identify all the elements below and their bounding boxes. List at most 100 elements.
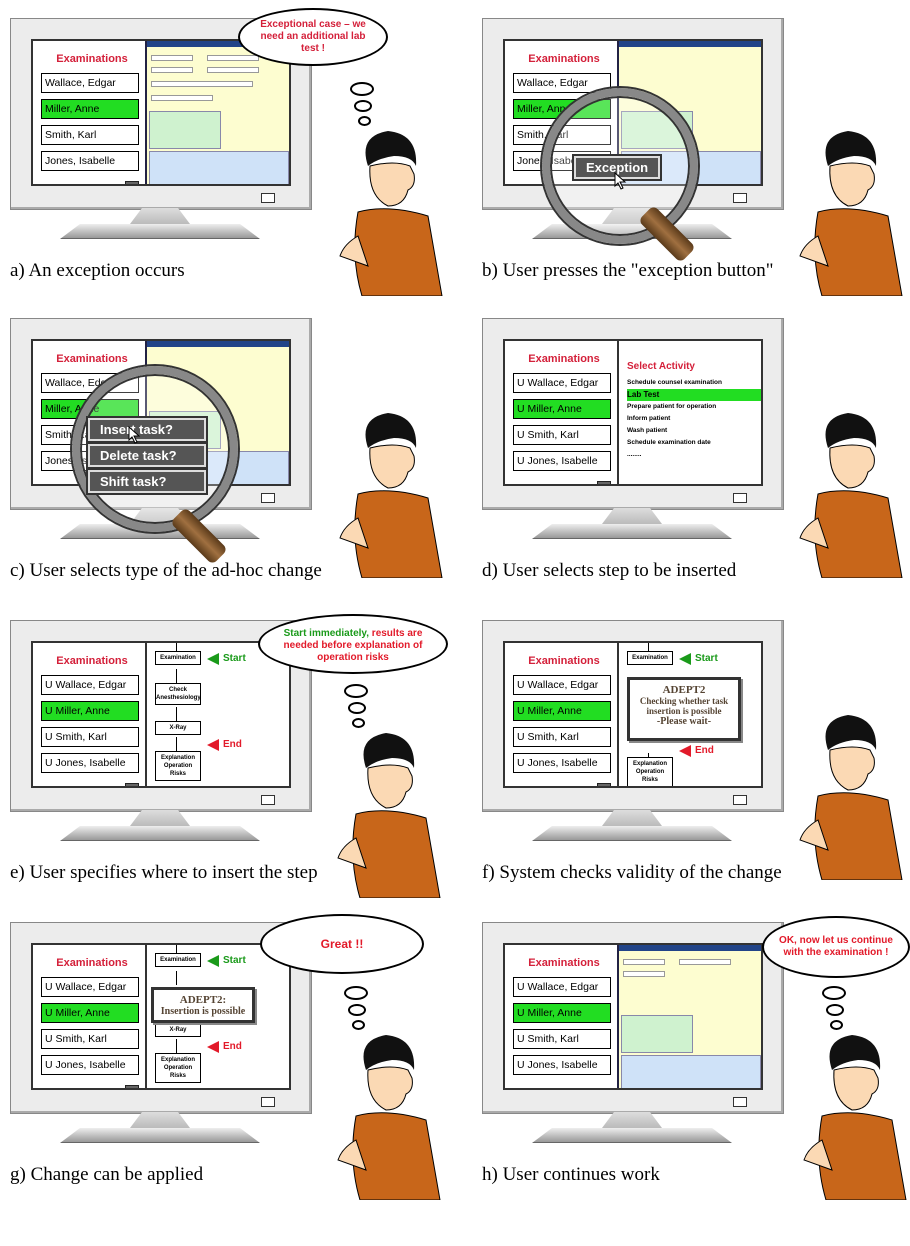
- cloud-text-green: Start immediately,: [283, 628, 370, 639]
- list-item[interactable]: Wallace, Edgar: [41, 73, 139, 93]
- list-item[interactable]: U Wallace, Edgar: [41, 977, 139, 997]
- screen: Examinations U Wallace, Edgar U Miller, …: [503, 339, 763, 486]
- list-title: Examinations: [56, 957, 128, 969]
- list-item[interactable]: Wallace, Edgar: [513, 73, 611, 93]
- activity-item[interactable]: Lab Test: [627, 389, 761, 401]
- list-item[interactable]: U Smith, Karl: [513, 727, 611, 747]
- power-button: [733, 795, 747, 805]
- list-item[interactable]: Miller, Anne: [41, 99, 139, 119]
- small-button[interactable]: [125, 783, 139, 786]
- list-item[interactable]: U Miller, Anne: [513, 1003, 611, 1023]
- small-button[interactable]: [597, 481, 611, 484]
- flow-arrow: [176, 971, 177, 985]
- caption: d) User selects step to be inserted: [482, 560, 737, 581]
- thought-bubble: [830, 1020, 843, 1030]
- panel-h: Examinations U Wallace, Edgar U Miller, …: [482, 916, 910, 1212]
- form-field[interactable]: [623, 971, 665, 977]
- flow-step[interactable]: Check Anesthesiology: [155, 683, 201, 705]
- form-field[interactable]: [679, 959, 731, 965]
- form-titlebar: [147, 341, 289, 347]
- insert-task-option[interactable]: Insert task?: [88, 418, 206, 441]
- flow-step[interactable]: Explanation Operation Risks: [155, 751, 201, 781]
- end-label: End: [223, 1041, 242, 1052]
- power-button: [733, 1097, 747, 1107]
- flow-step[interactable]: X-Ray: [155, 721, 201, 735]
- form-section: [149, 151, 289, 184]
- small-button[interactable]: [125, 181, 139, 184]
- monitor-neck: [602, 1112, 662, 1128]
- flow-step[interactable]: X-Ray: [155, 1023, 201, 1037]
- list-title: Examinations: [56, 655, 128, 667]
- list-item[interactable]: Jones, Isabelle: [41, 151, 139, 171]
- list-item[interactable]: U Smith, Karl: [41, 727, 139, 747]
- form-field[interactable]: [207, 67, 259, 73]
- list-item[interactable]: U Smith, Karl: [41, 1029, 139, 1049]
- activity-item[interactable]: Inform patient: [627, 415, 671, 422]
- list-item[interactable]: U Jones, Isabelle: [513, 451, 611, 471]
- list-item[interactable]: U Miller, Anne: [513, 701, 611, 721]
- delete-task-option[interactable]: Delete task?: [88, 444, 206, 467]
- process-graph: Examination Explanation Operation Risks …: [617, 643, 761, 786]
- activity-item[interactable]: Prepare patient for operation: [627, 403, 717, 410]
- panel-a: Examinations Wallace, Edgar Miller, Anne…: [10, 8, 450, 308]
- activity-item[interactable]: Schedule examination date: [627, 439, 711, 446]
- small-button[interactable]: [597, 783, 611, 786]
- adept2-checking-dialog: ADEPT2 Checking whether task insertion i…: [627, 677, 741, 741]
- flow-arrow: [176, 669, 177, 683]
- flow-step[interactable]: Explanation Operation Risks: [155, 1053, 201, 1083]
- list-item[interactable]: U Jones, Isabelle: [513, 1055, 611, 1075]
- monitor-neck: [130, 810, 190, 826]
- activity-item[interactable]: Wash patient: [627, 427, 668, 434]
- list-item[interactable]: U Miller, Anne: [513, 399, 611, 419]
- screen: Examinations U Wallace, Edgar U Miller, …: [31, 641, 291, 788]
- monitor-neck: [602, 508, 662, 524]
- form-field[interactable]: [151, 67, 193, 73]
- small-button[interactable]: [125, 1085, 139, 1088]
- shift-task-option[interactable]: Shift task?: [88, 470, 206, 493]
- person-icon: [799, 131, 903, 296]
- list-item[interactable]: U Smith, Karl: [513, 425, 611, 445]
- screen: Examinations Wallace, Edgar Miller, Anne…: [31, 39, 291, 186]
- form-field[interactable]: [623, 959, 665, 965]
- power-button: [261, 493, 275, 503]
- activity-item: ........: [627, 451, 642, 458]
- power-button: [261, 193, 275, 203]
- process-graph: Examination Check Anesthesiology X-Ray E…: [145, 643, 289, 786]
- monitor-base: [532, 524, 732, 539]
- form-field[interactable]: [151, 81, 253, 87]
- list-item[interactable]: U Jones, Isabelle: [513, 753, 611, 773]
- list-item[interactable]: U Wallace, Edgar: [513, 373, 611, 393]
- list-item[interactable]: Smith, Karl: [41, 125, 139, 145]
- list-item[interactable]: U Wallace, Edgar: [513, 675, 611, 695]
- activity-item[interactable]: Schedule counsel examination: [627, 379, 722, 386]
- form-titlebar: [619, 41, 761, 47]
- flow-step[interactable]: Examination: [155, 651, 201, 665]
- cloud-text-red: results are needed before explanation of…: [283, 628, 423, 663]
- end-flag-icon: [207, 739, 219, 751]
- list-item[interactable]: U Miller, Anne: [41, 701, 139, 721]
- flow-step[interactable]: Explanation Operation Risks: [627, 757, 673, 786]
- monitor-base: [60, 1128, 260, 1143]
- list-item[interactable]: U Wallace, Edgar: [41, 675, 139, 695]
- form-field[interactable]: [151, 95, 213, 101]
- examinations-list: Examinations Wallace, Edgar Miller, Anne…: [37, 45, 147, 178]
- caption: c) User selects type of the ad-hoc chang…: [10, 560, 322, 581]
- flow-step[interactable]: Examination: [155, 953, 201, 967]
- flow-step[interactable]: Examination: [627, 651, 673, 665]
- person-icon: [337, 733, 441, 898]
- form-field[interactable]: [207, 55, 259, 61]
- panel-c: Examinations Wallace, Edgar Miller, Anne…: [10, 318, 450, 608]
- list-item[interactable]: U Smith, Karl: [513, 1029, 611, 1049]
- dialog-wait: -Please wait-: [656, 716, 712, 727]
- list-item[interactable]: U Miller, Anne: [41, 1003, 139, 1023]
- thought-cloud: Exceptional case – we need an additional…: [238, 8, 388, 66]
- flow-arrow: [648, 643, 649, 651]
- thought-bubble: [348, 1004, 366, 1016]
- flow-arrow: [176, 737, 177, 751]
- list-item[interactable]: U Wallace, Edgar: [513, 977, 611, 997]
- list-item[interactable]: U Jones, Isabelle: [41, 1055, 139, 1075]
- patient-form: [145, 41, 289, 184]
- list-item[interactable]: U Jones, Isabelle: [41, 753, 139, 773]
- dialog-text: Checking whether task insertion is possi…: [639, 696, 729, 716]
- form-field[interactable]: [151, 55, 193, 61]
